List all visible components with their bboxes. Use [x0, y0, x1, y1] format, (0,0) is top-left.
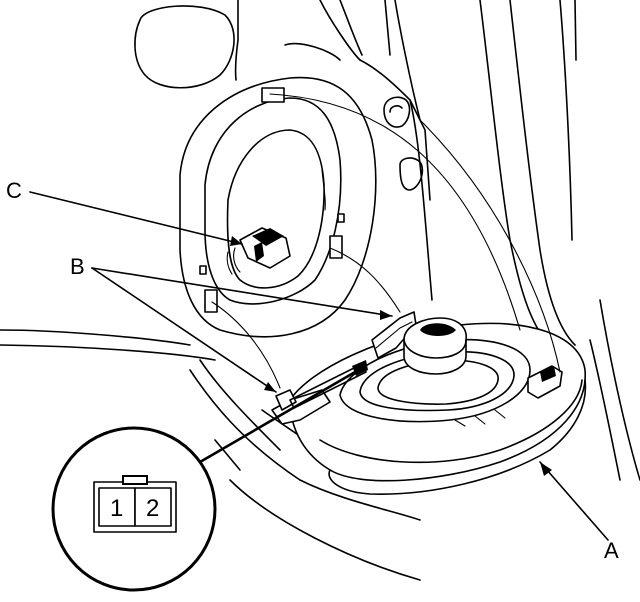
leader-lines — [29, 93, 609, 541]
speaker-assembly — [271, 311, 587, 495]
pin-2-label: 2 — [146, 495, 159, 522]
speaker-harness — [198, 360, 368, 464]
pin-1-label: 1 — [110, 495, 123, 522]
arrowheads — [230, 236, 552, 476]
door-panel — [0, 0, 640, 581]
label-c: C — [6, 178, 22, 203]
label-b: B — [70, 254, 85, 279]
label-a: A — [604, 538, 619, 563]
door-harness-connector — [226, 227, 291, 275]
door-mounting-slots — [199, 87, 424, 313]
connector-face-callout: 1 2 — [51, 426, 217, 592]
